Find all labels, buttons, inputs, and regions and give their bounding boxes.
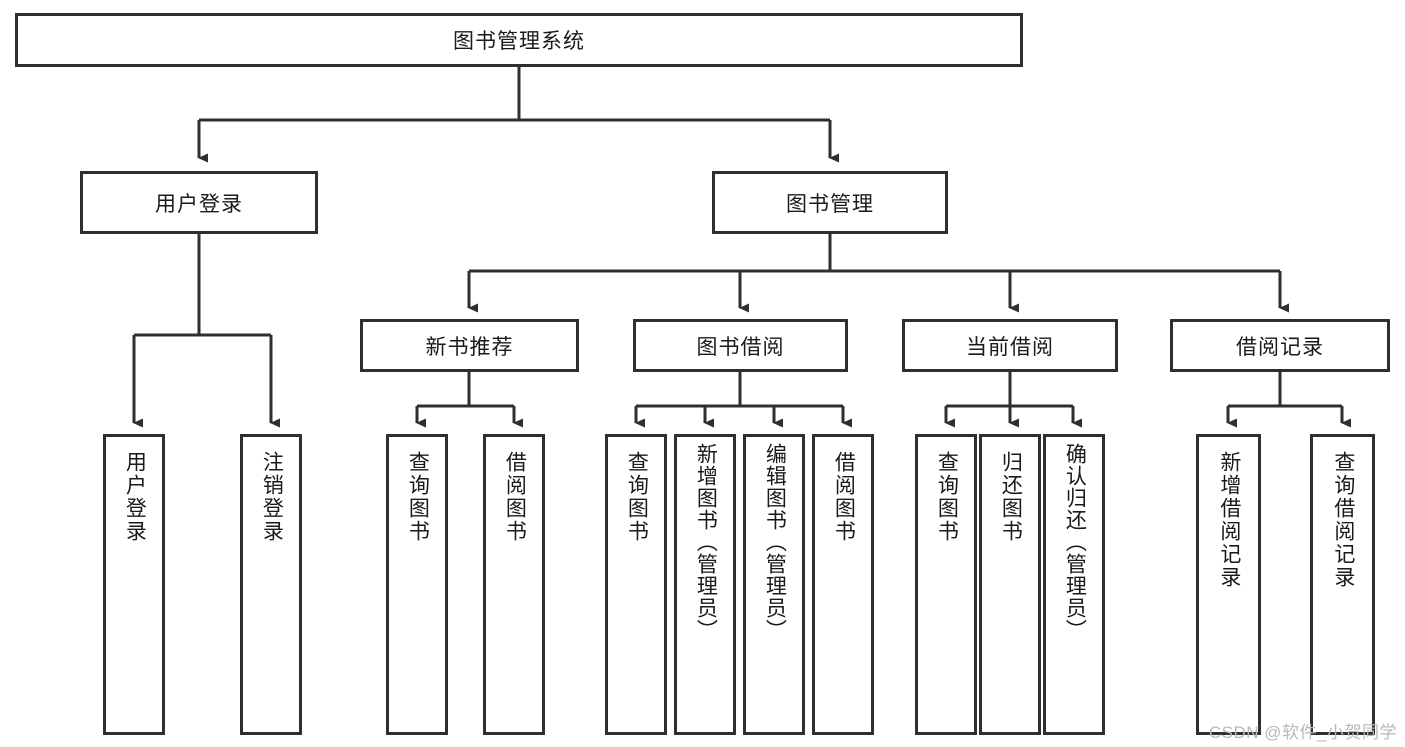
leaf-user-login-label: 用户登录 [123,451,147,543]
leaf-user-login[interactable]: 用户登录 [103,434,165,735]
node-borrow-record[interactable]: 借阅记录 [1170,319,1390,372]
leaf-borrow-book-1[interactable]: 借阅图书 [483,434,545,735]
leaf-query-book-2-label: 查询图书 [625,451,649,543]
node-borrow-record-label: 借阅记录 [1236,335,1324,359]
leaf-add-book[interactable]: 新增图书（管理员） [674,434,736,735]
node-user-login-label: 用户登录 [155,192,243,216]
leaf-add-record[interactable]: 新增借阅记录 [1196,434,1261,735]
node-book-borrow[interactable]: 图书借阅 [633,319,848,372]
leaf-borrow-book-1-label: 借阅图书 [503,451,527,543]
node-book-manage-label: 图书管理 [786,192,874,216]
leaf-add-book-label: 新增图书（管理员） [694,443,718,641]
leaf-return-book[interactable]: 归还图书 [979,434,1041,735]
node-new-book-rec-label: 新书推荐 [425,335,514,359]
leaf-user-logout-label: 注销登录 [260,451,284,543]
leaf-return-book-label: 归还图书 [999,451,1023,543]
leaf-add-record-label: 新增借阅记录 [1217,451,1241,589]
leaf-query-book-2[interactable]: 查询图书 [605,434,667,735]
node-current-borrow[interactable]: 当前借阅 [902,319,1118,372]
leaf-query-book-1-label: 查询图书 [406,451,430,543]
leaf-user-logout[interactable]: 注销登录 [240,434,302,735]
leaf-borrow-book-2[interactable]: 借阅图书 [812,434,874,735]
node-root-label: 图书管理系统 [453,30,585,53]
leaf-confirm-return[interactable]: 确认归还（管理员） [1043,434,1105,735]
node-book-borrow-label: 图书借阅 [696,335,785,359]
leaf-edit-book-label: 编辑图书（管理员） [763,443,787,641]
leaf-query-record[interactable]: 查询借阅记录 [1310,434,1375,735]
leaf-query-book-3-label: 查询图书 [935,451,959,543]
leaf-query-record-label: 查询借阅记录 [1331,451,1355,589]
leaf-borrow-book-2-label: 借阅图书 [832,451,856,543]
leaf-query-book-3[interactable]: 查询图书 [915,434,977,735]
node-root[interactable]: 图书管理系统 [15,13,1023,67]
leaf-confirm-return-label: 确认归还（管理员） [1063,443,1087,641]
csdn-watermark: CSDN @软件_小贺同学 [1208,723,1397,742]
node-book-manage[interactable]: 图书管理 [712,171,948,234]
node-new-book-rec[interactable]: 新书推荐 [360,319,579,372]
leaf-query-book-1[interactable]: 查询图书 [386,434,448,735]
node-user-login[interactable]: 用户登录 [80,171,318,234]
leaf-edit-book[interactable]: 编辑图书（管理员） [743,434,805,735]
node-current-borrow-label: 当前借阅 [966,335,1054,359]
